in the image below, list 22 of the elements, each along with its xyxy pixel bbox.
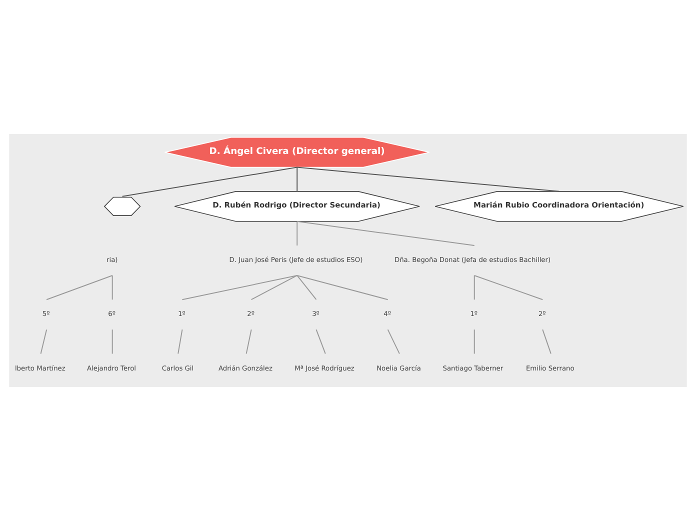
connector: [46, 274, 113, 300]
connector: [387, 328, 400, 354]
connector: [112, 328, 113, 354]
connector: [122, 166, 298, 196]
connector: [296, 274, 388, 300]
connector: [316, 328, 326, 354]
node-hexagon: [104, 196, 141, 216]
connector: [296, 220, 298, 246]
connector: [296, 166, 560, 192]
connector: [474, 274, 544, 300]
connector: [296, 220, 475, 246]
connector: [296, 166, 298, 192]
connector: [542, 328, 552, 354]
connector: [474, 274, 475, 300]
connector: [474, 328, 475, 354]
connector: [40, 328, 48, 354]
connector: [246, 328, 252, 354]
connector: [250, 274, 298, 300]
connector: [112, 274, 113, 300]
connector: [178, 328, 183, 354]
connector: [182, 274, 298, 300]
connector: [296, 274, 317, 300]
